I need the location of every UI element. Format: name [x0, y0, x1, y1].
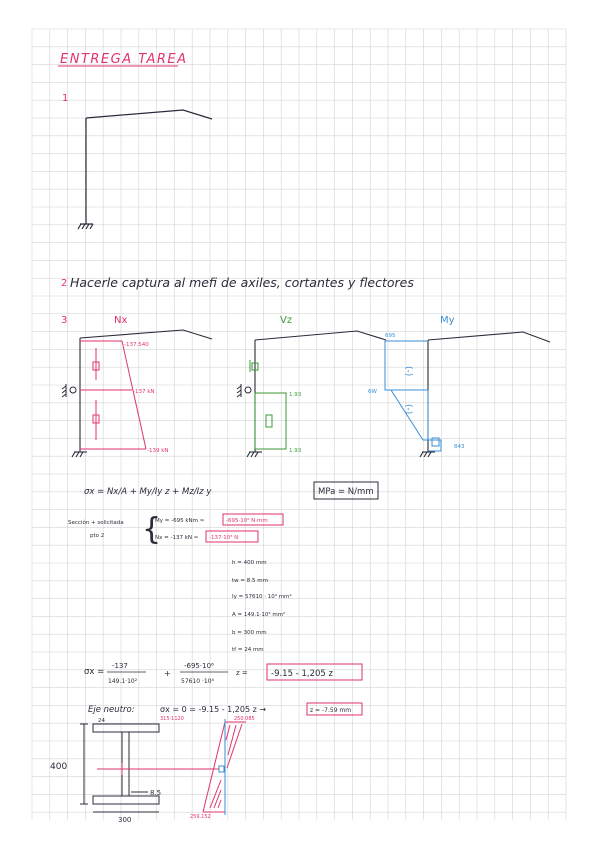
section-properties: h = 400 mm tw = 8.5 mm Iy = 57610 · 10⁴ … [232, 560, 292, 653]
my-label-top: 695 [385, 333, 396, 339]
neutral-eq: σx = 0 = -9.15 - 1,205 z → [160, 705, 266, 714]
nx-label-top: -137.540 [124, 342, 149, 348]
my-label-mid: 6W [368, 389, 377, 395]
vz-label-a: 1.93 [289, 392, 302, 398]
stress-zero-point [218, 765, 225, 773]
stress-distribution [97, 721, 246, 813]
prop-h: h = 400 mm [232, 560, 267, 566]
nx-box [205, 530, 259, 543]
neutral-label: Eje neutro: [88, 705, 135, 715]
stress-bottom: 259.152 [190, 814, 211, 820]
nx-label-bottom: -139 kN [147, 448, 169, 454]
prop-b: b = 300 mm [232, 630, 267, 636]
section-label-1: Sección + solicitada [68, 519, 124, 526]
section-1-number: 1 [62, 93, 68, 104]
stress-top-left: 315·1120 [160, 716, 184, 722]
stress-formula: σx = Nx/A + My/Iy z + Mz/Iz y [84, 487, 212, 497]
vz-label-b: 1.93 [289, 448, 302, 454]
nx-box-text: -137·10³ N [209, 534, 238, 541]
frac1-den: 149.1·10² [108, 678, 138, 685]
my-label-bottom: 843 [454, 444, 465, 450]
beam-width-label: 300 [118, 816, 131, 824]
nx-line: Nx = -137 kN ≈ [155, 535, 199, 541]
section-3-number: 3 [61, 315, 67, 326]
neutral-result-box [306, 702, 363, 716]
i-beam-section [80, 723, 160, 813]
page-title: ENTREGA TAREA [60, 52, 188, 67]
sigma-left: σx = [84, 667, 104, 677]
prop-tw: tw = 8.5 mm [232, 578, 268, 584]
frac2-den: 57610 ·10⁴ [181, 678, 215, 685]
my-sign-top: (-) [403, 366, 413, 376]
times-z: z = [236, 669, 248, 677]
prop-a: A = 149.1·10² mm² [232, 611, 285, 618]
section-2-text: Hacerle captura al mefi de axiles, corta… [70, 275, 414, 290]
my-line: My = -695 kNm ≈ [155, 518, 205, 524]
my-sign-mid: (-) [403, 404, 413, 414]
prop-iy: Iy = 57610 · 10⁴ mm⁴ [232, 593, 292, 600]
units-box [313, 481, 379, 500]
nx-label-mid: -137 kN [133, 389, 155, 395]
structure-sketch-1 [77, 109, 213, 230]
diagram-vz: Vz 1.93 1.93 [236, 315, 387, 458]
sigma-result: -9.15 - 1,205 z [271, 669, 333, 679]
beam-flange-label: 24 [98, 718, 105, 724]
beam-height-label: 400 [50, 762, 67, 772]
beam-web-label: 8.5 [150, 789, 161, 797]
nx-title: Nx [114, 315, 127, 326]
prop-tf: tf = 24 mm [232, 647, 264, 653]
frac2-num: -695·10⁶ [184, 662, 214, 670]
graph-paper-grid [31, 28, 567, 820]
my-box [222, 513, 284, 526]
units-text: MPa = N/mm [318, 487, 374, 497]
my-box-text: -695·10⁶ N·mm [226, 517, 268, 524]
neutral-result: z = -7.59 mm [310, 707, 351, 714]
diagram-nx: Nx -137.540 -137 kN -139 kN [61, 315, 213, 458]
stress-top-right: 250.085 [234, 716, 255, 722]
section-2-number: 2 [61, 278, 67, 289]
frac1-num: -137 [112, 662, 128, 670]
sigma-result-box [266, 663, 363, 681]
vz-title: Vz [280, 315, 292, 326]
curly-brace: { [142, 512, 161, 547]
my-title: My [440, 315, 455, 326]
plus-sign: + [164, 669, 171, 678]
section-label-2: pto 2 [90, 533, 104, 539]
diagram-my: My (-) (-) 695 6W 843 [368, 315, 551, 458]
